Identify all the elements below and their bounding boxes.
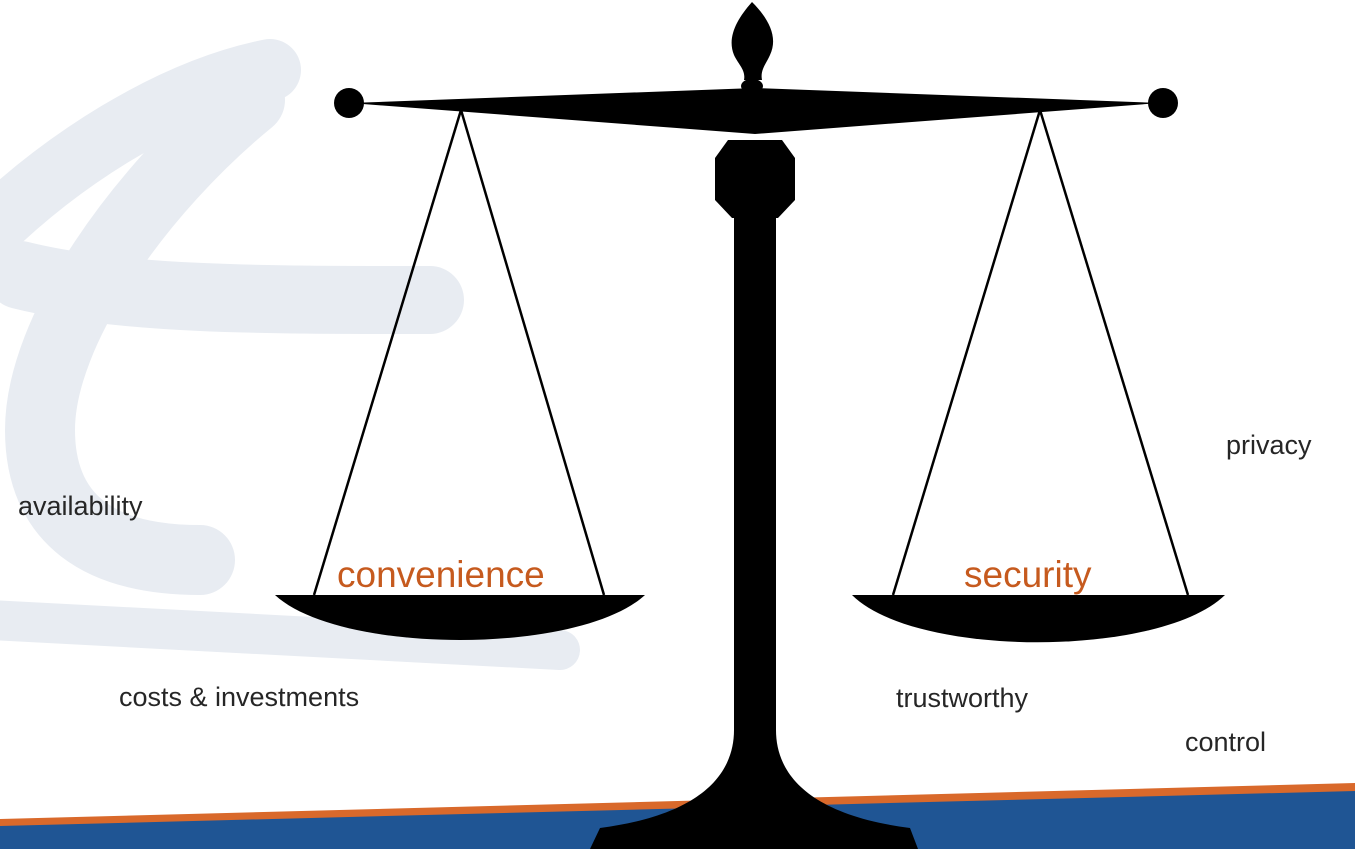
trustworthy-label: trustworthy bbox=[896, 683, 1029, 713]
privacy-label: privacy bbox=[1226, 430, 1312, 460]
convenience-label: convenience bbox=[337, 554, 545, 595]
control-label: control bbox=[1185, 727, 1267, 757]
availability-label: availability bbox=[18, 491, 143, 521]
security-label: security bbox=[964, 554, 1092, 595]
costs-investments-label: costs & investments bbox=[119, 682, 360, 712]
